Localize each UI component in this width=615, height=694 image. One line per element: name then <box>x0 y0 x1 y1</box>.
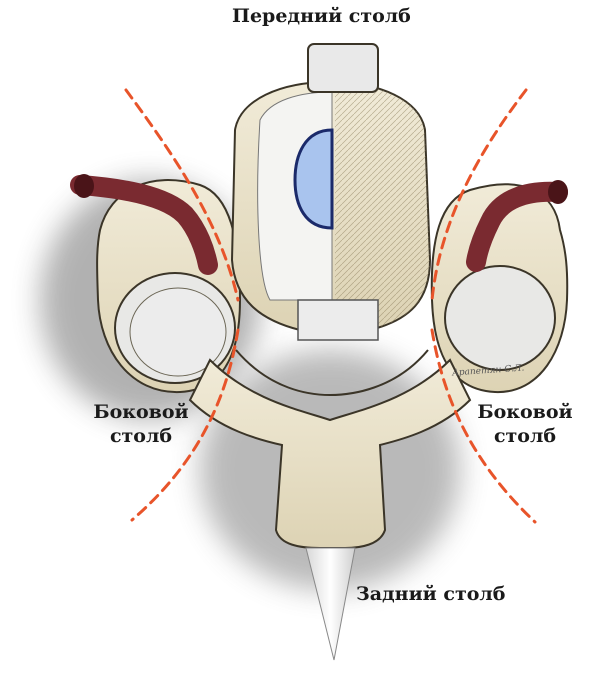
anterior-column-label: Передний столб <box>232 5 411 27</box>
spinous-spike <box>305 547 356 661</box>
posterior-arch <box>188 349 472 549</box>
right-lateral-mass <box>430 183 569 394</box>
spinal-canal-section <box>293 128 334 230</box>
left-lateral-column-label: Боковой столб <box>93 401 189 447</box>
odontoid-process <box>307 43 379 93</box>
right-lateral-column-label: Боковой столб <box>477 401 573 447</box>
posterior-column-label: Задний столб <box>356 583 506 605</box>
right-lower-boundary <box>430 328 537 524</box>
column-boundary-lines <box>124 88 537 524</box>
right-vertebral-artery <box>466 180 568 272</box>
left-vertebral-artery <box>70 174 218 275</box>
right-upper-boundary <box>430 88 528 302</box>
left-lower-boundary <box>130 328 240 522</box>
vertebral-body <box>230 80 432 341</box>
left-upper-boundary <box>124 88 240 302</box>
right-facet <box>444 265 556 371</box>
